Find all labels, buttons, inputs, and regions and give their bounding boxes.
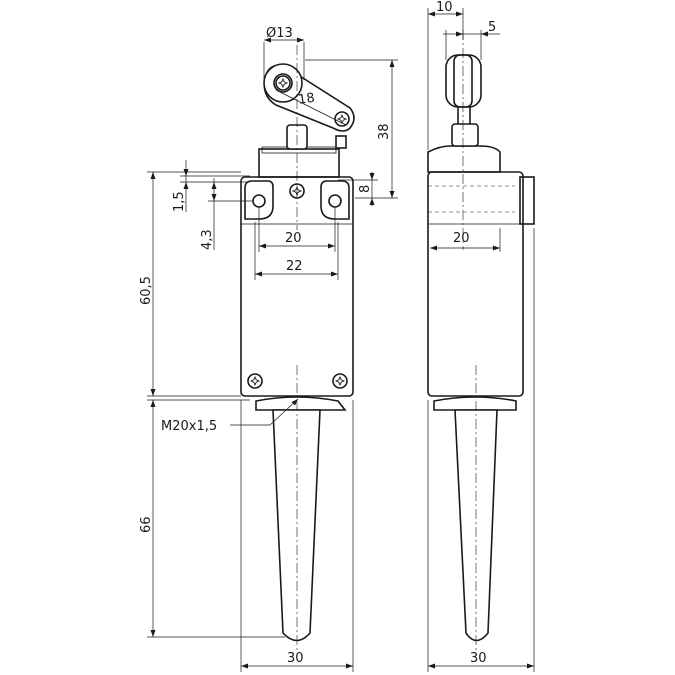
- dim-hole-spacing: 20: [285, 231, 302, 246]
- dim-side-overall: 10: [436, 0, 453, 15]
- side-head-block: [427, 145, 501, 173]
- side-tapered-lever: [454, 409, 498, 642]
- screw-bottom-right-icon: [332, 373, 348, 389]
- roller-inner: [273, 73, 293, 93]
- thread-label: M20x1,5: [161, 419, 217, 434]
- dim-width-side: 30: [470, 651, 487, 666]
- dim-head-offset: 8: [358, 185, 373, 193]
- dim-body-width-inner: 22: [286, 259, 303, 274]
- side-roller: [445, 54, 482, 108]
- side-plunger: [451, 123, 479, 147]
- front-dimensions: Ø13 18 38 8 1,5 4,3 20: [139, 26, 398, 672]
- dim-actuator-height: 38: [377, 123, 392, 140]
- dim-offset-1-5: 1,5: [172, 191, 187, 212]
- dim-arm-length: 18: [297, 91, 315, 108]
- dim-roller-width: 5: [488, 20, 496, 35]
- side-connector: [519, 176, 535, 225]
- dim-roller-diameter: Ø13: [266, 26, 293, 41]
- front-neck: [255, 396, 347, 411]
- front-head-key: [335, 135, 347, 149]
- front-tapered-lever: [272, 409, 321, 642]
- front-lug-right: [320, 180, 350, 220]
- roller-axle-icon: [275, 75, 291, 91]
- screw-bottom-left-icon: [247, 373, 263, 389]
- dim-body-height: 60,5: [139, 276, 154, 305]
- dim-side-hole-spacing: 20: [453, 231, 470, 246]
- dim-offset-4-3: 4,3: [200, 229, 215, 250]
- side-body: [427, 171, 524, 397]
- side-dimensions: 10 5 20 30: [427, 0, 535, 672]
- dim-width-front: 30: [287, 651, 304, 666]
- side-neck: [433, 396, 517, 411]
- dim-lever-length: 66: [139, 516, 154, 533]
- lever-pivot-icon: [334, 111, 350, 127]
- side-view: [427, 30, 535, 650]
- front-lug-left: [244, 180, 274, 220]
- front-view: [240, 45, 355, 650]
